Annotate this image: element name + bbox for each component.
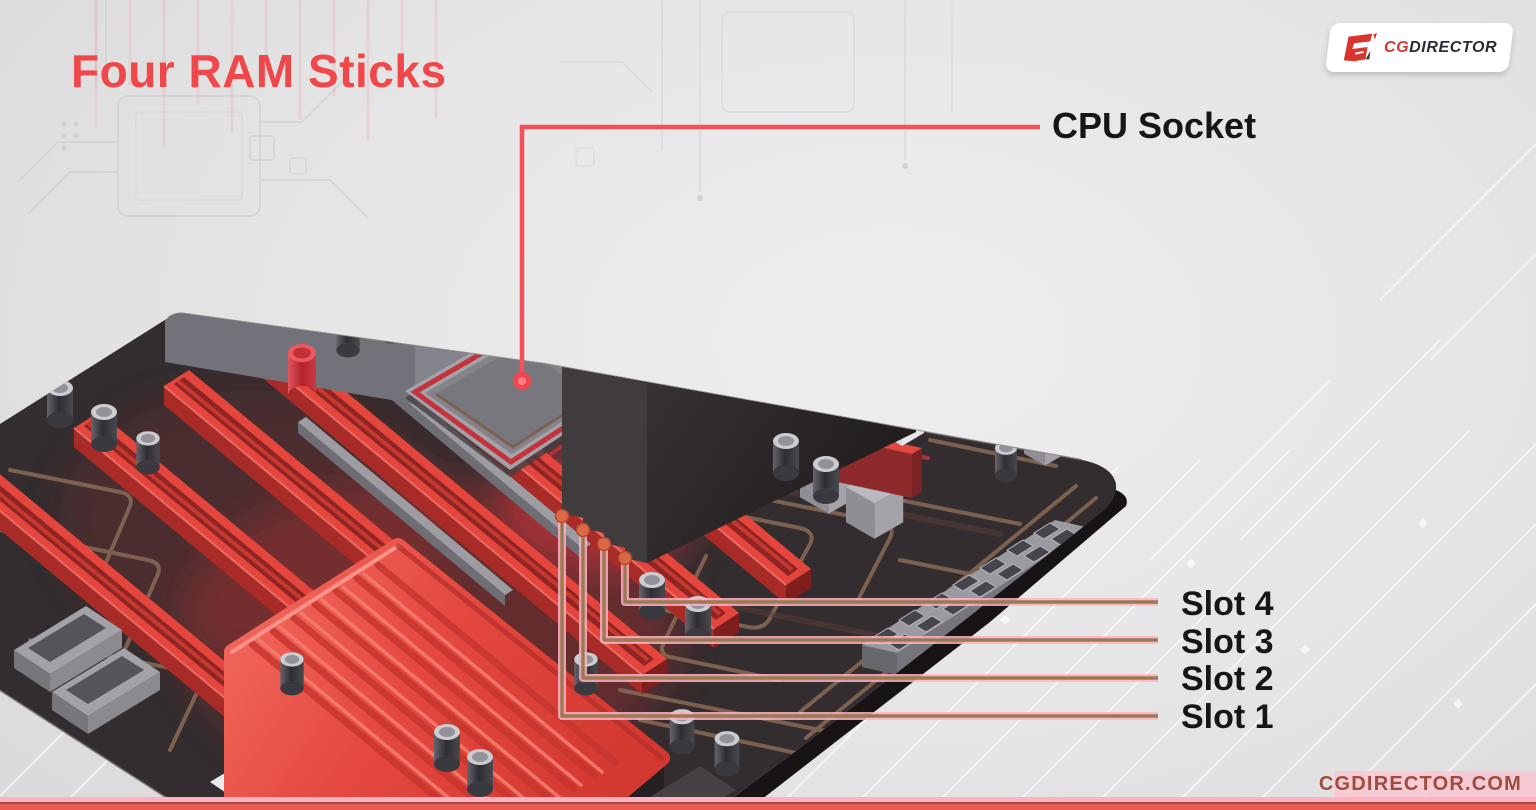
- cpu-socket-label: CPU Socket: [1052, 105, 1257, 146]
- leader-lines: [513, 124, 1158, 720]
- bottom-bar-pink: [0, 797, 1536, 802]
- slot-1-label: Slot 1: [1181, 698, 1274, 736]
- slot-leader-lines: [554, 508, 1158, 720]
- slot-4-label: Slot 4: [1181, 585, 1274, 623]
- cpu-leader-line: [513, 124, 1040, 390]
- cooler-fan: [440, 189, 560, 271]
- bottom-bar-red: [0, 803, 1536, 810]
- cgdirector-logo: CGDIRECTOR: [1324, 23, 1515, 72]
- fan-hub: [473, 212, 527, 249]
- bottom-bar-line: [0, 801, 1536, 804]
- red-trace-pattern: [94, 0, 438, 148]
- logo-text: CGDIRECTOR: [1384, 38, 1498, 56]
- page-title: Four RAM Sticks: [71, 45, 447, 97]
- slot-2-label: Slot 2: [1181, 660, 1274, 698]
- watermark-band: CGDIRECTOR.COM: [1319, 771, 1536, 798]
- cgdirector-logo-icon: [1344, 32, 1378, 61]
- watermark-text: CGDIRECTOR.COM: [1318, 773, 1522, 795]
- slot-3-label: Slot 3: [1181, 623, 1274, 661]
